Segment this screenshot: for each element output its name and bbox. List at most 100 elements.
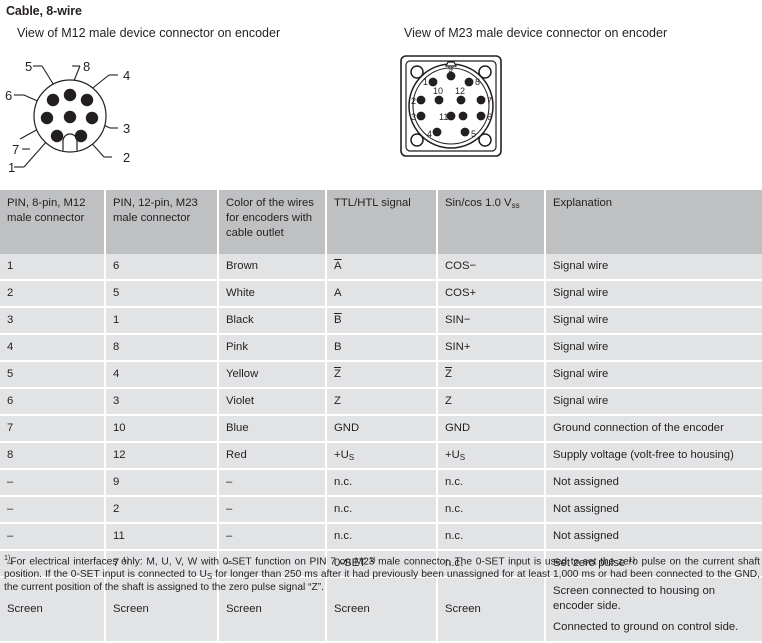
cell-m12-pin: 3 (0, 307, 106, 335)
m12-connector-svg: 1 2 3 4 5 6 7 8 (5, 59, 130, 175)
cell-sin-cos: n.c. (437, 469, 546, 497)
m23-label-8: 8 (475, 77, 480, 87)
cell-wire-color: White (218, 280, 327, 308)
cell-m12-pin: 6 (0, 388, 106, 416)
table-row: –9–n.c.n.c.Not assigned (0, 469, 762, 497)
column-header-ttl-htl: TTL/HTL signal (326, 190, 438, 254)
m23-label-1: 1 (423, 77, 428, 87)
cell-ttl-htl: B (326, 334, 438, 362)
cell-sin-cos: SIN− (437, 307, 546, 335)
cell-m23-pin: 1 (105, 307, 219, 335)
column-header-sin-cos: Sin/cos 1.0 Vss (437, 190, 546, 254)
column-header-wire-color: Color of the wires for encoders with cab… (218, 190, 327, 254)
cell-m12-pin: 4 (0, 334, 106, 362)
column-header-m12-pin: PIN, 8-pin, M12 male connector (0, 190, 106, 254)
cell-explanation: Signal wire (545, 254, 762, 281)
m12-connector-diagram: 1 2 3 4 5 6 7 8 (0, 40, 180, 180)
cell-wire-color: Violet (218, 388, 327, 416)
cell-ttl-htl: A (326, 254, 438, 281)
cell-wire-color: – (218, 496, 327, 524)
cell-m12-pin: 5 (0, 361, 106, 389)
cell-m23-pin: 8 (105, 334, 219, 362)
m23-label-11: 11 (439, 112, 448, 122)
cell-wire-color: – (218, 523, 327, 551)
m23-label-2: 2 (411, 96, 416, 106)
cell-m23-pin: 9 (105, 469, 219, 497)
footnote-marker: 1) (4, 553, 11, 562)
m23-connector-svg: 1 2 3 4 5 6 7 8 9 10 11 12 (400, 55, 502, 157)
cell-m23-pin: 3 (105, 388, 219, 416)
cell-m12-pin: 2 (0, 280, 106, 308)
cell-ttl-htl: +US (326, 442, 438, 470)
cell-m12-pin: 8 (0, 442, 106, 470)
table-row: –7 1)–0-SET 1)n.c.Set zero pulse 1) (0, 550, 762, 578)
cell-m12-pin: – (0, 469, 106, 497)
cell-sin-cos: SIN+ (437, 334, 546, 362)
m12-label-6: 6 (5, 88, 12, 103)
cell-sin-cos: COS− (437, 254, 546, 281)
cell-sin-cos: n.c. (437, 523, 546, 551)
cell-explanation: Signal wire (545, 361, 762, 389)
cell-ttl-htl: n.c. (326, 496, 438, 524)
m23-label-5: 5 (471, 129, 476, 139)
cell-ttl-htl: B (326, 307, 438, 335)
cell-sin-cos: +US (437, 442, 546, 470)
m12-label-8: 8 (83, 59, 90, 74)
cell-wire-color: Blue (218, 415, 327, 443)
m23-label-3: 3 (411, 112, 416, 122)
cell-m23-pin: 4 (105, 361, 219, 389)
sin-cos-text: Sin/cos 1.0 V (445, 197, 512, 209)
cell-m23-pin: 11 (105, 523, 219, 551)
cell-explanation: Signal wire (545, 388, 762, 416)
table-row: –11–n.c.n.c.Not assigned (0, 523, 762, 551)
cell-m23-pin: 6 (105, 254, 219, 281)
cell-ttl-htl: n.c. (326, 523, 438, 551)
m12-label-4: 4 (123, 68, 130, 83)
column-header-explanation: Explanation (545, 190, 762, 254)
screen-explanation-line-2: Connected to ground on control side. (553, 621, 739, 634)
cell-wire-color: Red (218, 442, 327, 470)
cell-explanation: Signal wire (545, 307, 762, 335)
cell-explanation: Signal wire (545, 280, 762, 308)
cell-m12-pin: 7 (0, 415, 106, 443)
cell-ttl-htl: 0-SET 1) (326, 550, 438, 578)
m23-label-6: 6 (487, 112, 492, 122)
cell-wire-color: – (218, 550, 327, 578)
cell-m23-pin: 7 1) (105, 550, 219, 578)
m23-label-7: 7 (487, 96, 492, 106)
table-header-row: PIN, 8-pin, M12 male connector PIN, 12-p… (0, 190, 762, 254)
cell-ttl-htl: GND (326, 415, 438, 443)
m12-label-2: 2 (123, 150, 130, 165)
page-root: Cable, 8-wire View of M12 male device co… (0, 4, 762, 643)
cell-wire-color: Black (218, 307, 327, 335)
cell-ttl-htl: A (326, 280, 438, 308)
m23-label-9: 9 (448, 64, 453, 74)
cell-m23-pin: 12 (105, 442, 219, 470)
m12-label-1: 1 (8, 160, 15, 175)
cell-wire-color: Yellow (218, 361, 327, 389)
cell-wire-color: – (218, 469, 327, 497)
cell-explanation: Not assigned (545, 523, 762, 551)
cell-explanation: Not assigned (545, 469, 762, 497)
m12-label-3: 3 (123, 121, 130, 136)
footnote: 1)For electrical interfaces only: M, U, … (4, 553, 760, 595)
cell-explanation: Set zero pulse 1) (545, 550, 762, 578)
cell-ttl-htl: n.c. (326, 469, 438, 497)
footnote-subscript: S (206, 572, 213, 582)
cell-sin-cos: Z (437, 388, 546, 416)
column-header-m23-pin: PIN, 12-pin, M23 male connector (105, 190, 219, 254)
cell-sin-cos: n.c. (437, 496, 546, 524)
footnote-text-part2: for longer than 250 ms after it had prev… (4, 569, 760, 594)
cell-sin-cos: Z (437, 361, 546, 389)
cell-m12-pin: 1 (0, 254, 106, 281)
cell-ttl-htl: Z (326, 361, 438, 389)
cell-explanation: Not assigned (545, 496, 762, 524)
